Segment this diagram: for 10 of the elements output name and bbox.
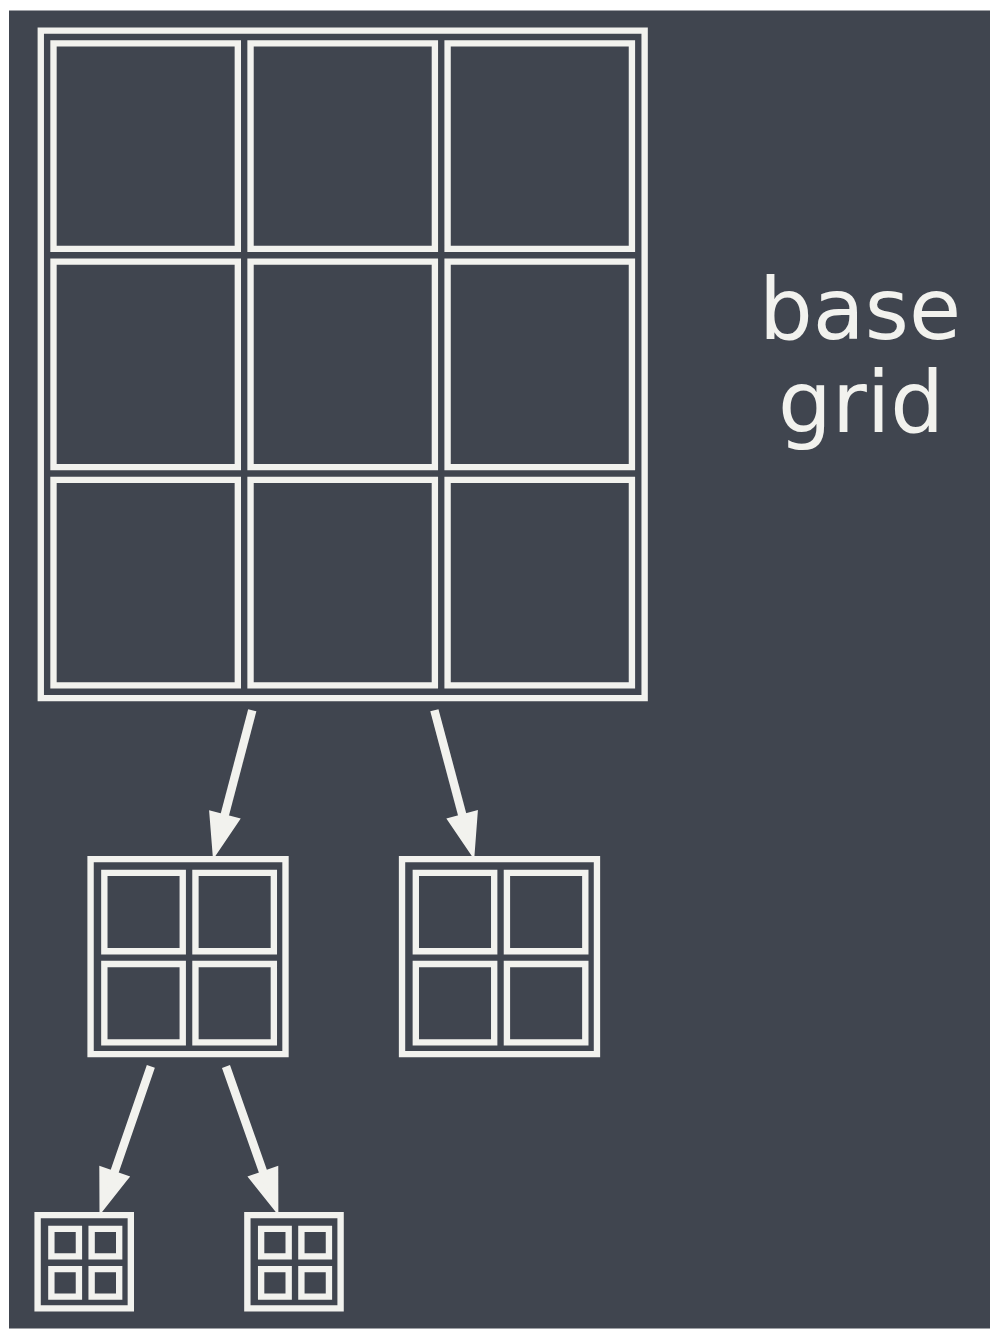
arrow [208,708,256,859]
node-grid [33,1211,134,1311]
node-grid [243,1211,344,1311]
node-grid [398,855,600,1057]
arrow [98,1064,155,1215]
arrow [429,708,478,859]
node-grid [86,855,289,1057]
arrow [221,1064,278,1215]
node-label: base grid [758,259,961,452]
node-grid [37,27,648,701]
